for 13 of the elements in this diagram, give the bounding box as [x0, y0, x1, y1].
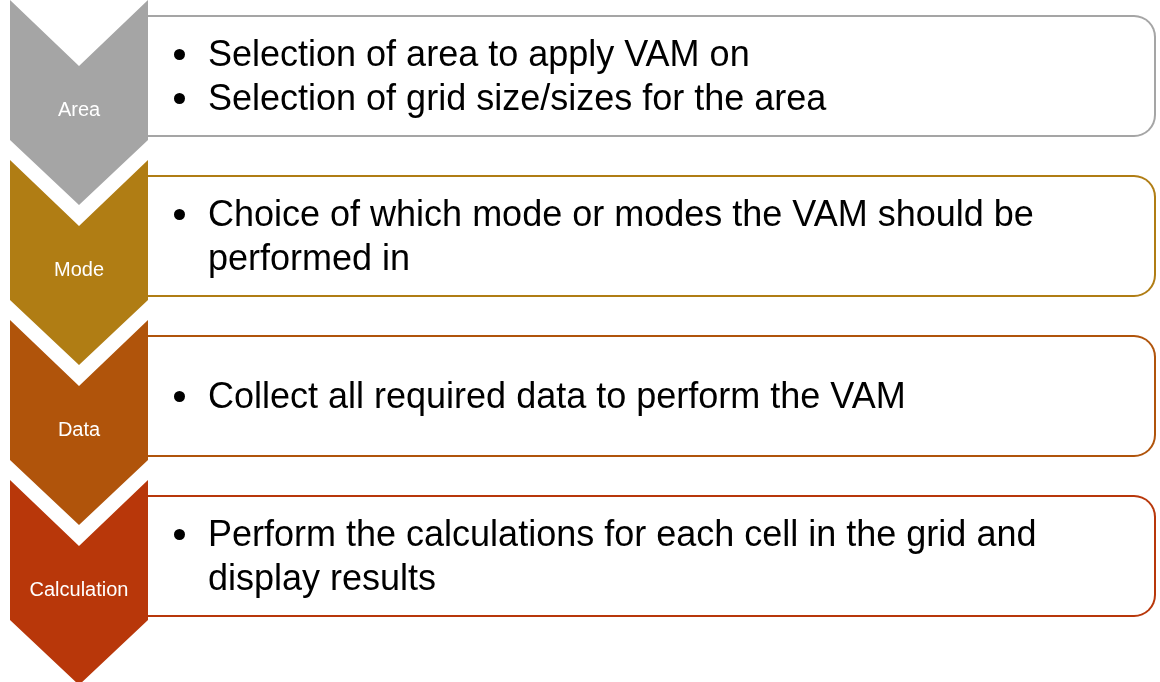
bullet-text: Perform the calculations for each cell in the grid and display results	[208, 512, 1038, 600]
step-label: Mode	[53, 258, 105, 281]
step-label: Calculation	[28, 578, 130, 601]
description-panel	[148, 335, 1156, 457]
bullet-text: Selection of grid size/sizes for the area	[208, 76, 827, 120]
bullet-text: Choice of which mode or modes the VAM should be performed in	[208, 192, 1035, 280]
step-label: Data	[56, 418, 102, 441]
description-panel	[148, 175, 1156, 297]
step-label: Area	[56, 98, 102, 121]
bullet-text: Selection of area to apply VAM on	[208, 32, 751, 76]
bullet-text: Collect all required data to perform the VAM	[208, 374, 906, 418]
description-panel	[148, 495, 1156, 617]
description-panel	[148, 15, 1156, 137]
